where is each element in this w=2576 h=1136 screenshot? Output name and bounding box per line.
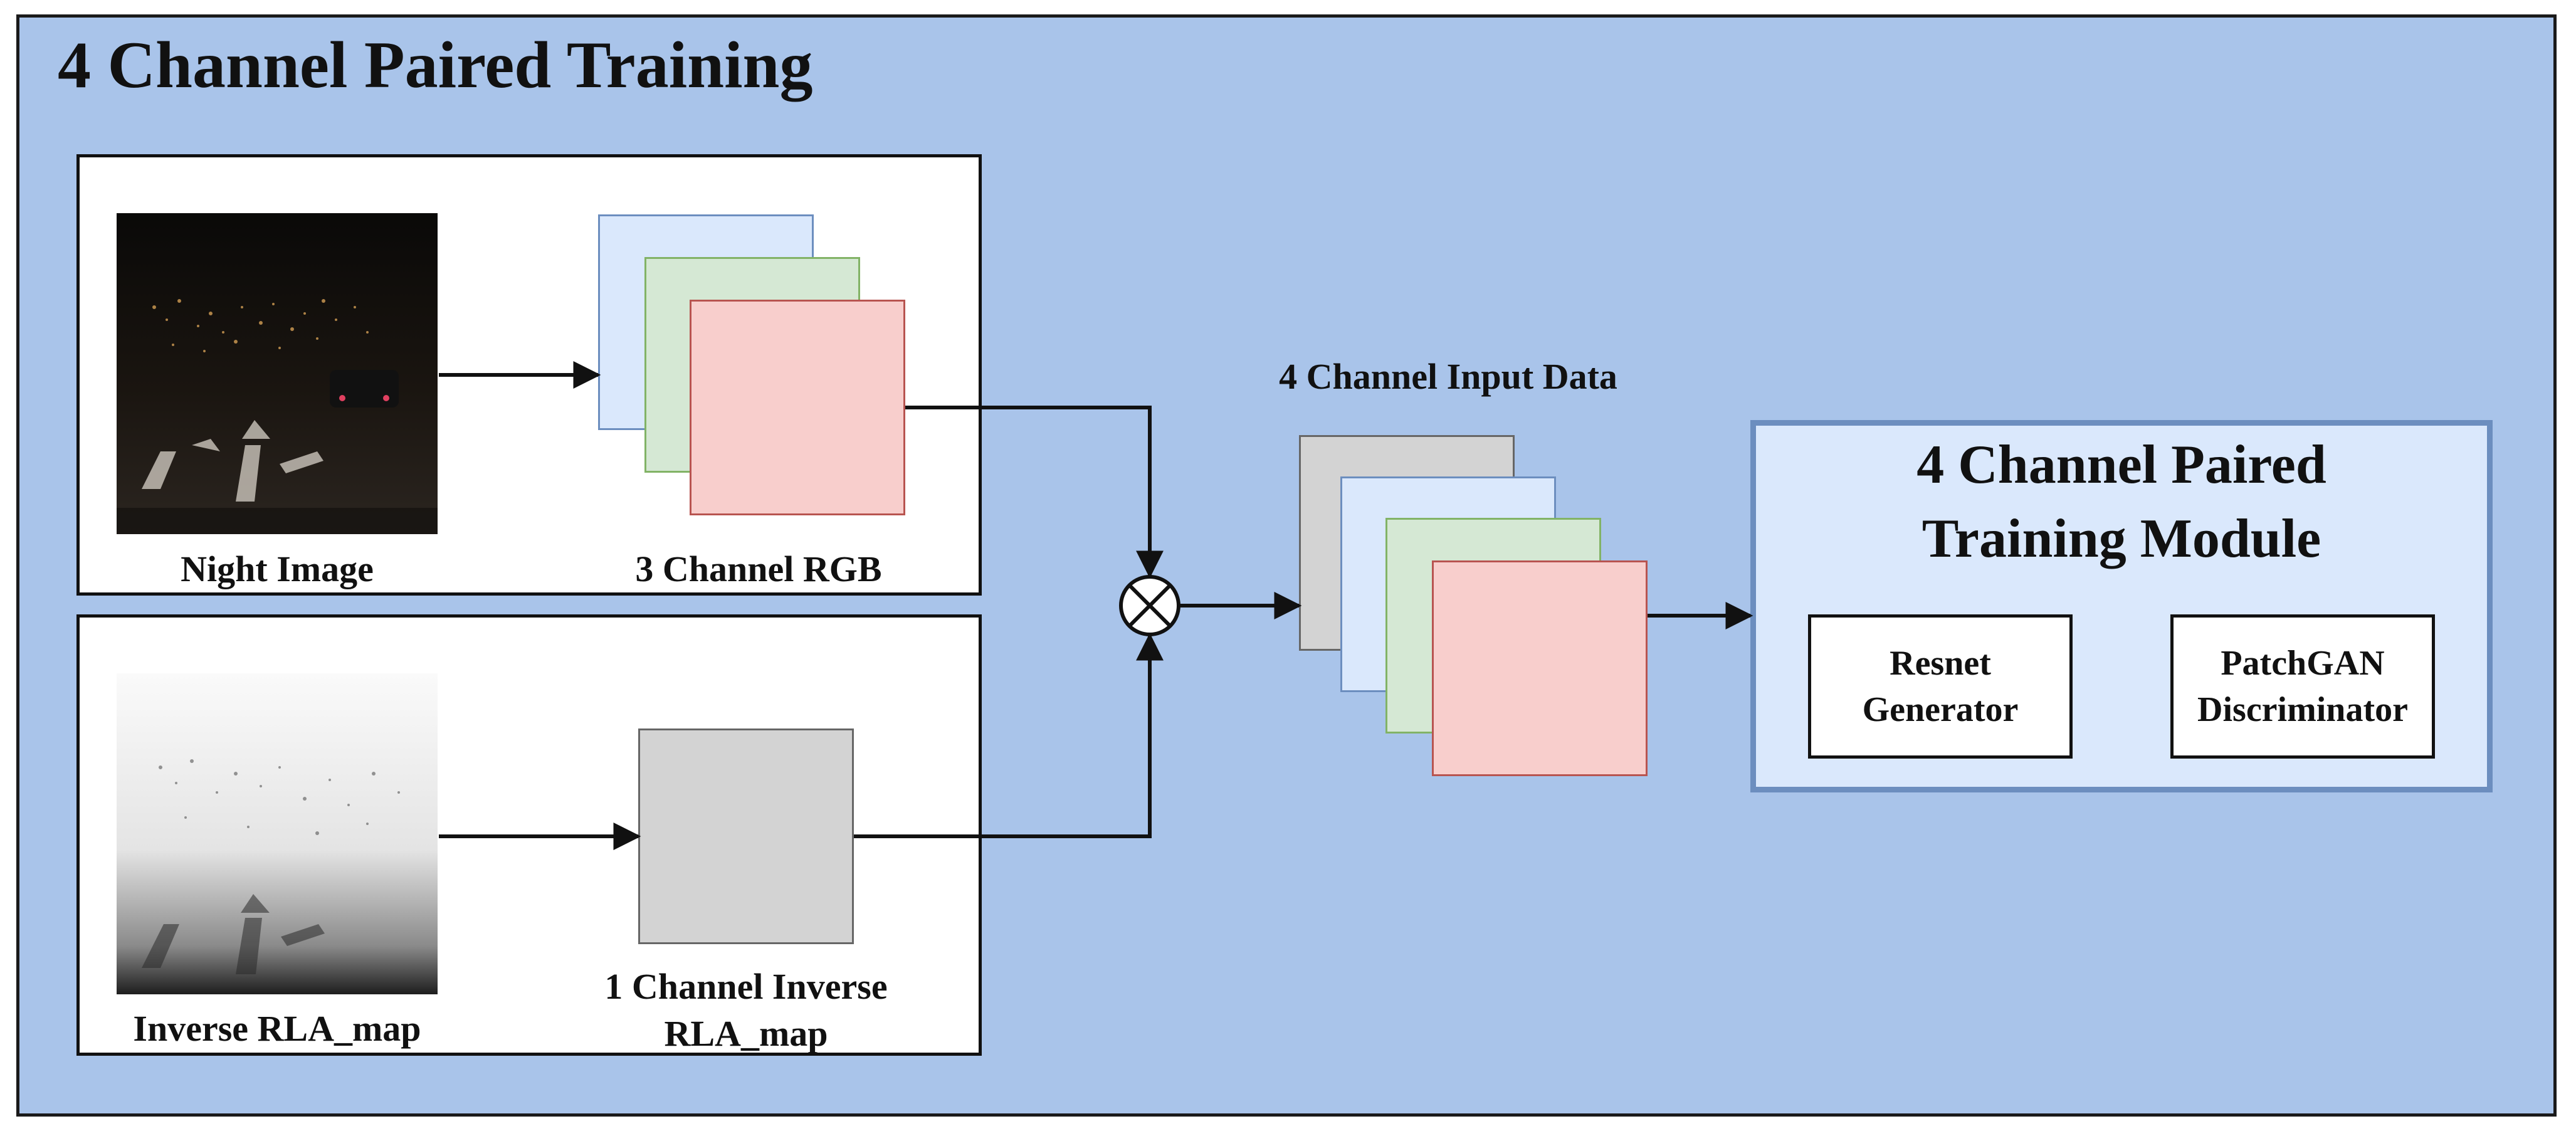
night-image-label: Night Image: [181, 549, 374, 589]
rgb-channel-red: [690, 300, 905, 515]
arrow-rla-to-combine: [854, 633, 1164, 838]
resnet-generator-box: Resnet Generator: [1808, 614, 2073, 759]
one-channel-label-line1: 1 Channel Inverse: [604, 966, 888, 1007]
input-data-label: 4 Channel Input Data: [1279, 356, 1617, 397]
combine-operator-icon: [1119, 575, 1180, 636]
patchgan-discriminator-box: PatchGAN Discriminator: [2170, 614, 2435, 759]
rgb-label: 3 Channel RGB: [635, 549, 882, 589]
inverse-rla-image: [117, 673, 438, 994]
module-title-line2: Training Module: [1921, 508, 2321, 569]
diagram-title: 4 Channel Paired Training: [58, 28, 813, 102]
rla-image-label: Inverse RLA_map: [133, 1008, 421, 1049]
one-channel-label-line2: RLA_map: [664, 1013, 828, 1054]
input-channel-red: [1432, 560, 1648, 776]
patchgan-discriminator-label: PatchGAN Discriminator: [2197, 644, 2408, 729]
module-title-line1: 4 Channel Paired: [1916, 434, 2326, 495]
inverse-rla-channel: [638, 728, 854, 944]
night-image: [117, 213, 438, 534]
arrow-rgb-to-combine: [905, 406, 1164, 579]
resnet-generator-label: Resnet Generator: [1862, 644, 2019, 729]
